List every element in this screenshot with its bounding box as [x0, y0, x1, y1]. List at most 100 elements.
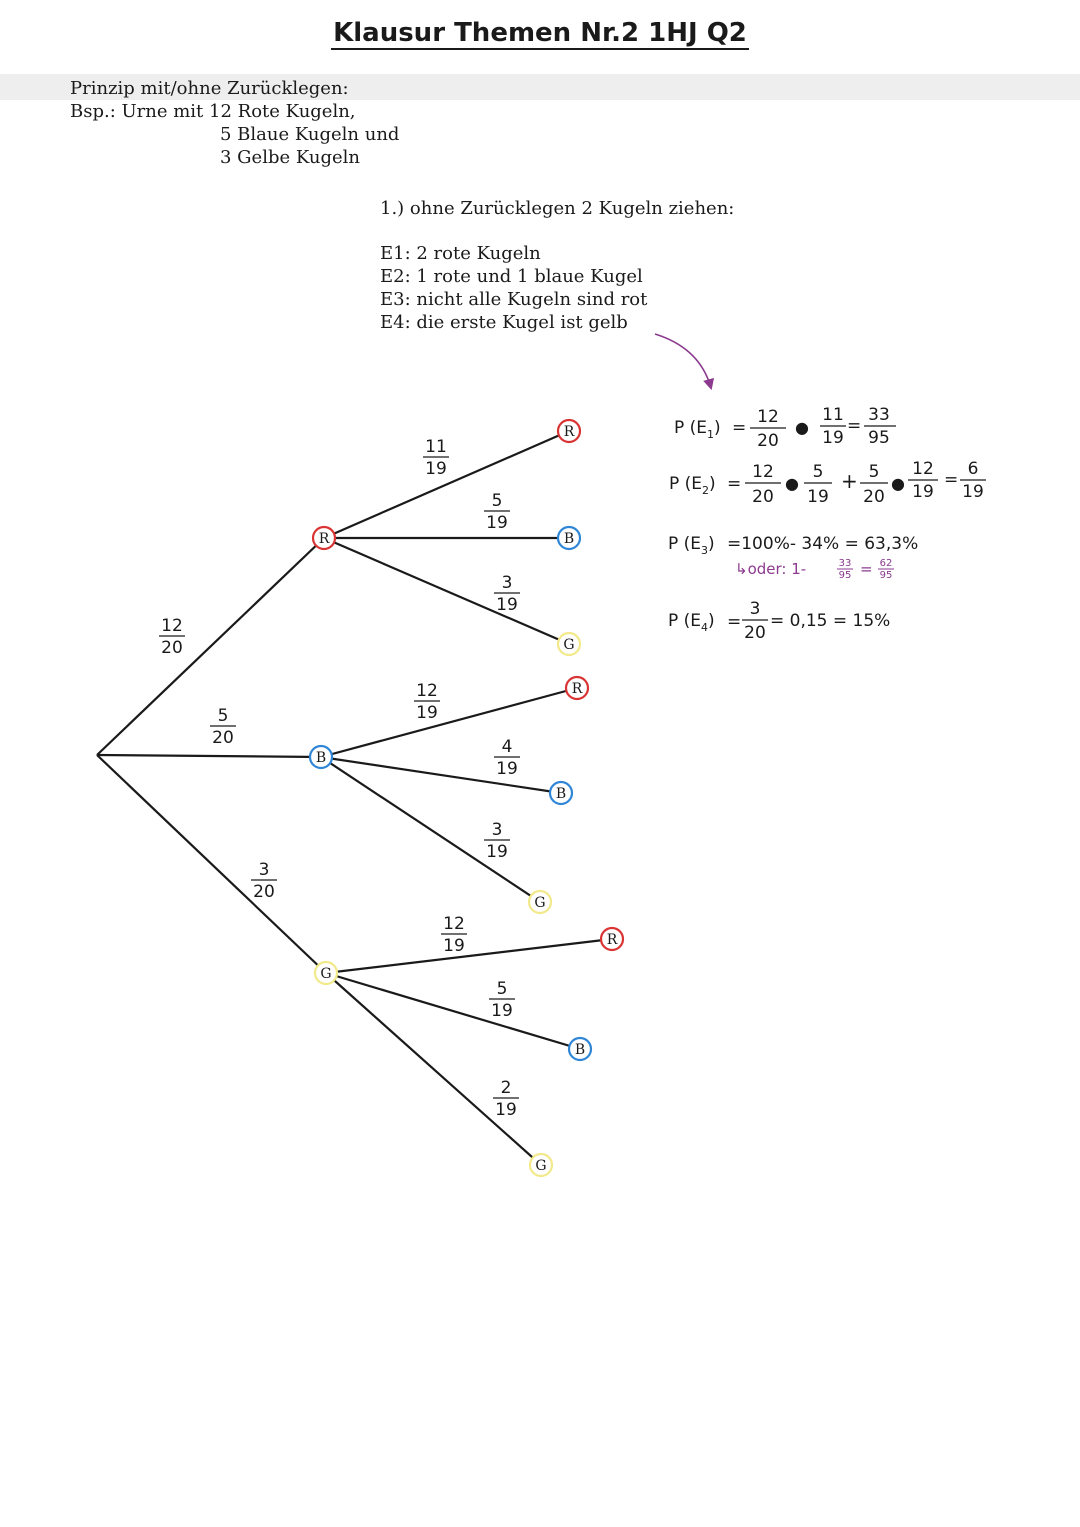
pe2-f4-num: 12: [912, 459, 934, 479]
event-e3: E3: nicht alle Kugeln sind rot: [380, 289, 648, 310]
prob-l2-g-b-den: 19: [491, 1001, 513, 1021]
prob-l2-r-g: 319: [494, 573, 520, 615]
pointer-arrow: [654, 333, 715, 391]
intro-highlight: [0, 74, 1080, 100]
prob-l2-g-g-num: 2: [501, 1078, 512, 1098]
pe2-res-den: 19: [962, 482, 984, 502]
node-l2-r-r-letter: R: [564, 424, 575, 440]
pe1-dot: ●: [795, 418, 809, 437]
prob-l2-r-r-den: 19: [425, 459, 447, 479]
prob-l2-g-r-den: 19: [443, 936, 465, 956]
node-l2-g-r: R: [599, 926, 625, 952]
intro-line-3: 3 Gelbe Kugeln: [220, 147, 361, 168]
pe2-eq2: =: [944, 470, 958, 490]
pe3-note: ↳oder: 1-: [735, 560, 806, 578]
prob-l1-r-num: 12: [161, 616, 183, 636]
prob-l1-g-num: 3: [259, 860, 270, 880]
prob-l2-g-b: 519: [489, 979, 515, 1021]
node-l1-r-letter: R: [319, 531, 330, 547]
pe3-note-eq: =: [860, 560, 873, 578]
branch-l1-r: [96, 537, 325, 756]
branch-l2-r-r: [323, 429, 570, 540]
pe1-label: P (E1): [674, 418, 721, 441]
pe2-f3-num: 5: [869, 462, 880, 482]
branch-l2-r-g: [323, 536, 570, 646]
prob-l2-r-r-num: 11: [425, 437, 447, 457]
node-l1-g-letter: G: [320, 966, 331, 982]
prob-l2-g-g-den: 19: [495, 1100, 517, 1120]
node-l2-r-b-letter: B: [564, 531, 574, 547]
node-l1-g: G: [313, 960, 339, 986]
prob-l1-g-den: 20: [253, 882, 275, 902]
prob-l2-b-g-den: 19: [486, 842, 508, 862]
prob-l2-g-g: 219: [493, 1078, 519, 1120]
pe2-plus: +: [841, 469, 858, 493]
prob-l2-b-b-den: 19: [496, 759, 518, 779]
prob-l1-b: 520: [210, 706, 236, 748]
pe3-text: =100%- 34% = 63,3%: [727, 534, 918, 554]
prob-l1-g: 320: [251, 860, 277, 902]
event-e2: E2: 1 rote und 1 blaue Kugel: [380, 266, 643, 287]
event-e4: E4: die erste Kugel ist gelb: [380, 312, 628, 333]
pe1-eq2: =: [847, 416, 861, 436]
prob-l2-b-b-num: 4: [502, 737, 513, 757]
pe1-f2-den: 19: [822, 428, 844, 448]
pe4-num: 3: [750, 599, 761, 619]
branch-l2-g-g: [325, 972, 542, 1166]
prob-l2-r-g-den: 19: [496, 595, 518, 615]
pe2-eq: =: [727, 474, 741, 494]
prob-l2-b-r-num: 12: [416, 681, 438, 701]
node-l2-g-r-letter: R: [607, 932, 618, 948]
pe2-res-num: 6: [968, 459, 979, 479]
pe1-f1-den: 20: [757, 431, 779, 451]
node-l2-r-g-letter: G: [563, 637, 574, 653]
branch-l1-b: [96, 753, 322, 759]
node-l2-r-b: B: [556, 525, 582, 551]
intro-line-1: Bsp.: Urne mit 12 Rote Kugeln,: [70, 101, 356, 122]
branch-l2-g-b: [325, 971, 581, 1051]
pe4-eq: =: [727, 612, 741, 632]
intro-line-2: 5 Blaue Kugeln und: [220, 124, 400, 145]
pe3-note-res-num: 62: [880, 558, 893, 569]
node-l2-b-b: B: [548, 780, 574, 806]
pe3-note-den: 95: [839, 570, 852, 581]
pe1-f1-num: 12: [757, 407, 779, 427]
page-title: Klausur Themen Nr.2 1HJ Q2: [331, 18, 749, 50]
node-l2-b-r: R: [564, 675, 590, 701]
node-l2-b-b-letter: B: [556, 786, 566, 802]
pe4-den: 20: [744, 623, 766, 643]
node-l1-b: B: [308, 744, 334, 770]
node-l2-b-g-letter: G: [534, 895, 545, 911]
branch-l1-g: [96, 754, 327, 974]
branch-l2-b-g: [320, 756, 541, 903]
pe3-label: P (E3): [668, 534, 715, 557]
pe4-label: P (E4): [668, 611, 715, 634]
node-l2-r-g: G: [556, 631, 582, 657]
pe2-f1-num: 12: [752, 462, 774, 482]
prob-l2-r-b: 519: [484, 491, 510, 533]
prob-l2-g-r-num: 12: [443, 914, 465, 934]
intro-heading: Prinzip mit/ohne Zurücklegen:: [70, 78, 349, 99]
prob-l1-b-den: 20: [212, 728, 234, 748]
node-l2-g-b-letter: B: [575, 1042, 585, 1058]
pe2-f1-den: 20: [752, 487, 774, 507]
pe2-f2-den: 19: [807, 487, 829, 507]
prob-l2-r-b-den: 19: [486, 513, 508, 533]
pe2-f4-den: 19: [912, 482, 934, 502]
pe3-note-res-den: 95: [880, 570, 893, 581]
node-l2-b-g: G: [527, 889, 553, 915]
pe2-f2-num: 5: [813, 462, 824, 482]
task-heading: 1.) ohne Zurücklegen 2 Kugeln ziehen:: [380, 198, 735, 219]
pe1-eq: =: [732, 418, 746, 438]
pe2-label: P (E2): [669, 474, 716, 497]
pe2-dot-2: ●: [891, 474, 905, 493]
pe1-res-den: 95: [868, 428, 890, 448]
node-l2-g-g: G: [528, 1152, 554, 1178]
prob-l2-b-r-den: 19: [416, 703, 438, 723]
prob-l2-g-b-num: 5: [497, 979, 508, 999]
